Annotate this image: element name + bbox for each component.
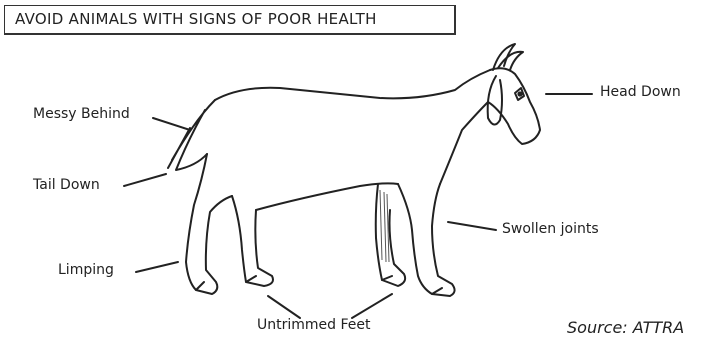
goat-hind-leg [186, 154, 232, 294]
goat-head [488, 68, 540, 144]
pointer-messy-behind [153, 118, 190, 130]
label-untrimmed-feet: Untrimmed Feet [257, 317, 370, 333]
label-tail-down: Tail Down [33, 177, 100, 193]
goat-ear [488, 76, 502, 125]
pointer-swollen-joints [448, 222, 496, 230]
pointer-limping [136, 262, 178, 272]
goat-hind-leg-inner [232, 196, 273, 286]
pointer-untrimmed-feet-left [268, 296, 300, 318]
source-credit: Source: ATTRA [567, 318, 707, 337]
label-messy-behind: Messy Behind [33, 106, 130, 122]
goat-chest [440, 102, 488, 184]
label-head-down: Head Down [600, 84, 681, 100]
goat-front-leg-forward [398, 184, 455, 296]
label-limping: Limping [58, 262, 114, 278]
pointer-untrimmed-feet-right [352, 294, 392, 318]
label-swollen-joints: Swollen joints [502, 221, 599, 237]
goat-tail [168, 100, 215, 170]
goat-back [215, 70, 490, 100]
pointer-tail-down [124, 174, 166, 186]
